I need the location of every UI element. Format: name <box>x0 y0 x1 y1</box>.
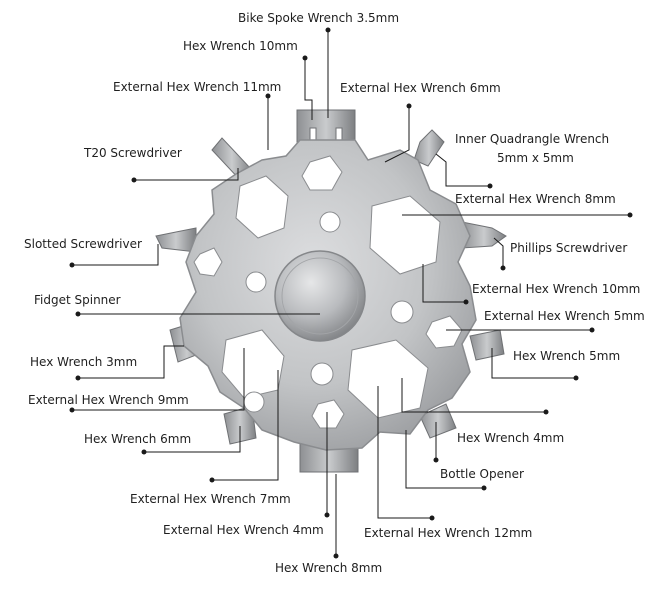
hex-wrench-5-bit <box>469 329 505 361</box>
spoke-hole-left <box>245 271 267 293</box>
label-external-hex-wrench-12: External Hex Wrench 12mm <box>364 526 532 540</box>
label-slotted-screwdriver: Slotted Screwdriver <box>24 237 142 251</box>
label-hex-wrench-4: Hex Wrench 4mm <box>457 431 564 445</box>
label-external-hex-wrench-9: External Hex Wrench 9mm <box>28 393 189 407</box>
spoke-hole-bottom <box>310 362 334 386</box>
spoke-hole-bottomleft <box>243 391 265 413</box>
fidget-spinner-ring <box>281 257 359 335</box>
external-hex-4-cutout <box>311 399 345 429</box>
hex-wrench-6-bit <box>223 405 257 445</box>
label-external-hex-wrench-5: External Hex Wrench 5mm <box>484 309 645 323</box>
label-external-hex-wrench-10: External Hex Wrench 10mm <box>472 282 640 296</box>
label-inner-quadrangle-line2: 5mm x 5mm <box>497 151 574 165</box>
label-external-hex-wrench-6: External Hex Wrench 6mm <box>340 81 501 95</box>
label-hex-wrench-6: Hex Wrench 6mm <box>84 432 191 446</box>
slotted-hex-cutout <box>193 247 223 277</box>
label-bottle-opener: Bottle Opener <box>440 467 524 481</box>
bike-spoke-tab <box>296 109 356 143</box>
label-hex-wrench-8: Hex Wrench 8mm <box>275 561 382 575</box>
spoke-hole-right <box>390 300 414 324</box>
external-hex-5-cutout <box>425 315 463 349</box>
external-hex-12-cutout <box>347 339 429 419</box>
label-external-hex-wrench-11: External Hex Wrench 11mm <box>113 80 281 94</box>
wrench-cutouts <box>193 155 463 429</box>
callout-labels: Bike Spoke Wrench 3.5mm Hex Wrench 10mm … <box>24 11 645 575</box>
label-phillips-screwdriver: Phillips Screwdriver <box>510 241 627 255</box>
label-inner-quadrangle-line1: Inner Quadrangle Wrench <box>455 132 609 146</box>
spoke-hole-top <box>319 211 341 233</box>
external-hex-11-cutout <box>235 175 289 239</box>
label-t20-screwdriver: T20 Screwdriver <box>83 146 182 160</box>
label-external-hex-wrench-8: External Hex Wrench 8mm <box>455 192 616 206</box>
label-hex-wrench-5: Hex Wrench 5mm <box>513 349 620 363</box>
fidget-spinner-hub <box>274 250 366 342</box>
label-external-hex-wrench-7: External Hex Wrench 7mm <box>130 492 291 506</box>
label-hex-wrench-3: Hex Wrench 3mm <box>30 355 137 369</box>
hex-wrench-10-cutout <box>301 155 343 191</box>
leader-lines <box>69 27 633 559</box>
label-bike-spoke-wrench: Bike Spoke Wrench 3.5mm <box>238 11 399 25</box>
label-fidget-spinner: Fidget Spinner <box>34 293 121 307</box>
label-external-hex-wrench-4: External Hex Wrench 4mm <box>163 523 324 537</box>
slotted-screwdriver-bit <box>155 227 197 253</box>
label-hex-wrench-10: Hex Wrench 10mm <box>183 39 298 53</box>
